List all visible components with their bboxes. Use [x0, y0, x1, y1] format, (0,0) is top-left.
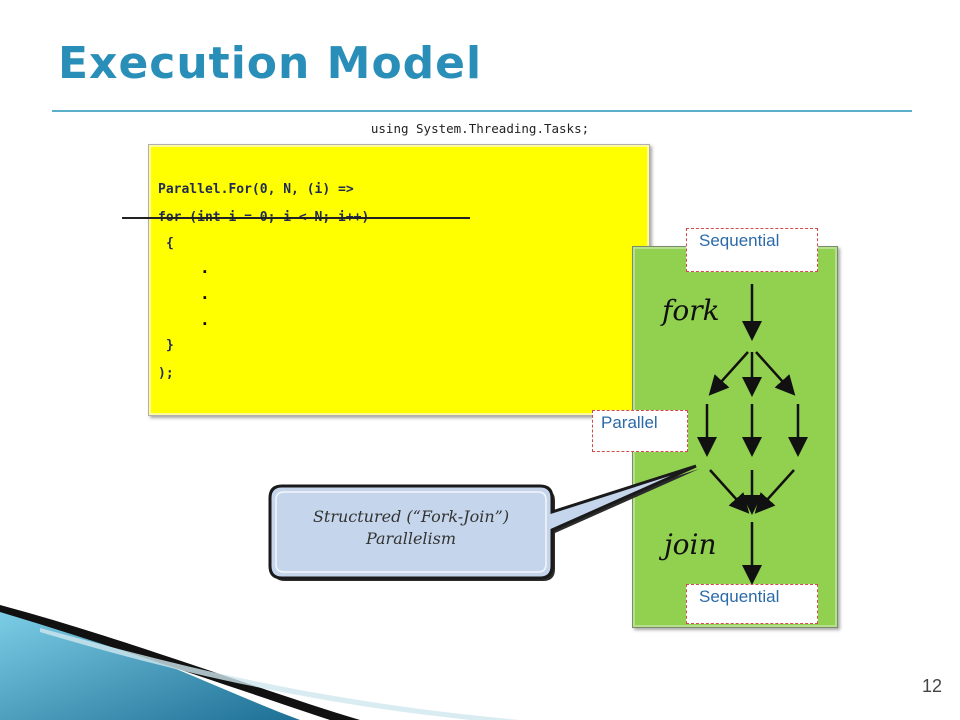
code-open-brace: {: [166, 236, 174, 251]
callout-line-1: Structured (“Fork-Join”): [312, 507, 510, 526]
join-label: join: [664, 528, 717, 561]
code-dot-2: .: [200, 284, 210, 303]
code-dot-1: .: [200, 258, 210, 277]
using-statement: using System.Threading.Tasks;: [370, 121, 590, 136]
tag-sequential-bottom: Sequential: [686, 584, 818, 624]
code-close-brace: }: [166, 338, 174, 353]
title-divider: [52, 110, 912, 112]
code-box: [148, 144, 650, 416]
code-line-parallel-for: Parallel.For(0, N, (i) =>: [158, 182, 354, 197]
callout-line-2: Parallelism: [365, 529, 457, 548]
tag-sequential-top: Sequential: [686, 228, 818, 272]
page-number: 12: [921, 676, 942, 696]
fork-label: fork: [662, 294, 720, 327]
callout-text: Structured (“Fork-Join”) Parallelism: [272, 506, 550, 550]
strikethrough-line: [122, 217, 470, 219]
code-dot-3: .: [200, 310, 210, 329]
code-end: );: [158, 366, 174, 381]
tag-parallel: Parallel: [592, 410, 688, 452]
slide-title: Execution Model: [58, 38, 483, 89]
